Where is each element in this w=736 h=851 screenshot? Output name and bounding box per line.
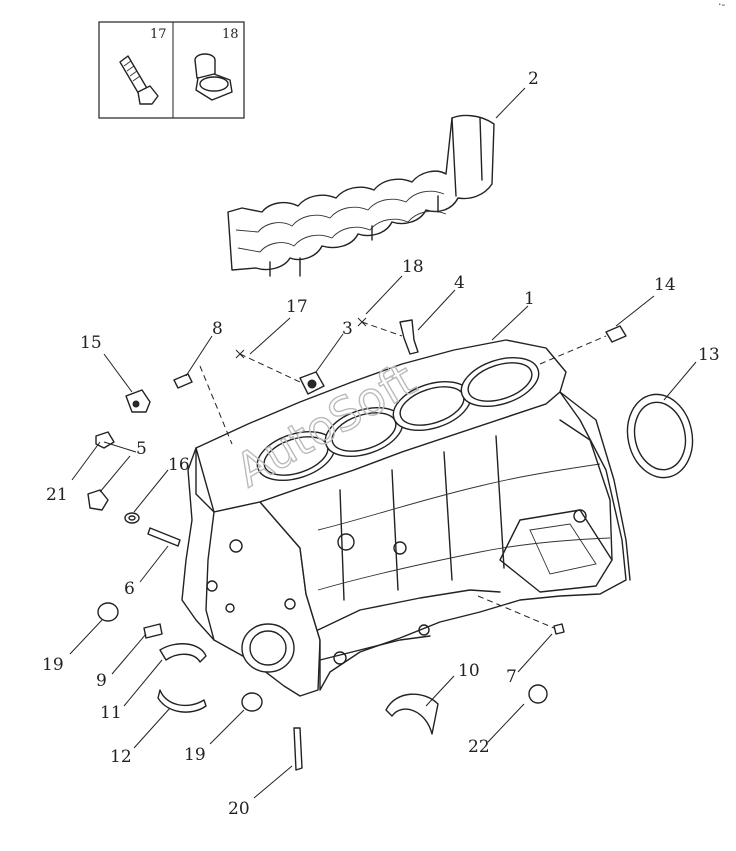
callout-21: 21 — [46, 485, 68, 505]
callout-19a: 19 — [42, 655, 64, 675]
part-21-nut — [95, 431, 115, 449]
part-8-pin — [173, 373, 193, 389]
callout-22: 22 — [468, 737, 490, 757]
callout-11: 11 — [100, 703, 122, 723]
callout-20: 20 — [228, 799, 250, 819]
callout-10: 10 — [458, 661, 480, 681]
callout-1: 1 — [524, 289, 535, 309]
part-7-pin — [553, 623, 565, 635]
part-6-bolt — [147, 527, 181, 547]
callout-12: 12 — [110, 747, 132, 767]
inset-stud-bolt-icon — [119, 55, 159, 105]
leader-lines — [69, 87, 697, 799]
part-3-bracket — [299, 371, 325, 395]
callout-4: 4 — [454, 273, 465, 293]
part-14-dowel — [605, 325, 627, 343]
part-19a-plug — [97, 602, 119, 622]
part-10-thrust-washer — [385, 693, 439, 735]
part-20-bolt — [293, 727, 303, 771]
callout-14: 14 — [654, 275, 676, 295]
part-5-bolt — [87, 489, 109, 511]
callout-5: 5 — [136, 439, 147, 459]
part-13-oil-seal — [626, 393, 694, 479]
part-4-bracket — [399, 319, 419, 355]
callout-2: 2 — [528, 69, 539, 89]
callout-16: 16 — [168, 455, 190, 475]
part-9-pin — [143, 623, 163, 639]
part-22-plug — [528, 684, 548, 704]
inset-label-17: 17 — [150, 27, 167, 42]
part-19b-plug — [241, 692, 263, 712]
callout-19b: 19 — [184, 745, 206, 765]
cylinder-block — [181, 339, 631, 697]
corner-mark: ·- — [718, 0, 725, 11]
callout-6: 6 — [124, 579, 135, 599]
callout-15: 15 — [80, 333, 102, 353]
part-2-gasket — [227, 114, 495, 277]
callout-9: 9 — [96, 671, 107, 691]
part-11-bearing — [159, 643, 207, 663]
callout-7: 7 — [506, 667, 517, 687]
part-15-plug — [125, 389, 151, 413]
inset-box: 17 18 — [98, 21, 245, 119]
callout-labels: 1 2 3 4 5 6 7 8 9 10 11 12 13 14 15 16 1… — [42, 69, 720, 819]
part-16-washer — [124, 512, 140, 524]
callout-13: 13 — [698, 345, 720, 365]
callout-3: 3 — [342, 319, 353, 339]
callout-18: 18 — [402, 257, 424, 277]
callout-17: 17 — [286, 297, 308, 317]
inset-label-18: 18 — [222, 27, 239, 42]
inset-plug-icon — [194, 53, 233, 101]
part-12-bearing — [157, 689, 207, 713]
callout-8: 8 — [212, 319, 223, 339]
